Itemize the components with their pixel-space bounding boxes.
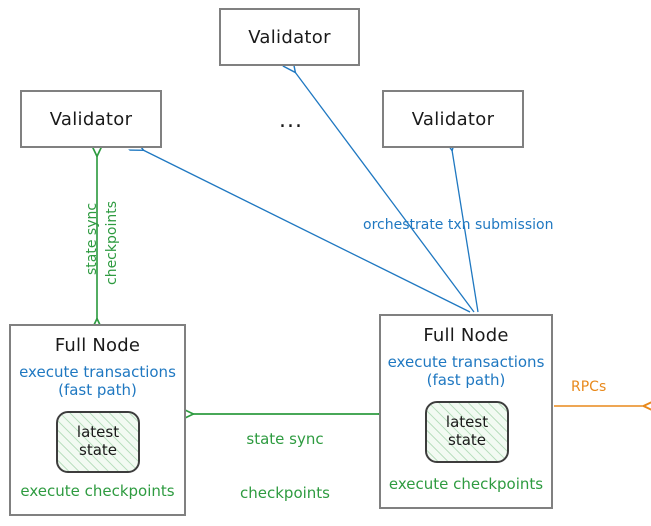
validator-top-box[interactable]: Validator (219, 8, 360, 66)
label-state-sync-horizontal-line-2: checkpoints (240, 484, 330, 502)
full-node-left-latest-state-box[interactable]: latest state (56, 411, 140, 473)
full-node-left-blue-text: execute transactions (fast path) (19, 363, 176, 400)
edge-fullnode-to-validator-right (452, 150, 479, 313)
label-rpcs: RPCs (571, 379, 607, 395)
full-node-right-title: Full Node (423, 325, 509, 346)
full-node-right-latest-state-line-2: state (448, 431, 486, 449)
full-node-right-box[interactable]: Full Node execute transactions (fast pat… (379, 314, 553, 509)
full-node-right-green-label: execute checkpoints (388, 475, 544, 493)
edge-fullnode-to-validator-left (143, 150, 471, 313)
full-node-left-box[interactable]: Full Node execute transactions (fast pat… (9, 324, 186, 516)
full-node-right-blue-line-1: execute transactions (387, 353, 545, 371)
label-orchestrate-txn-submission: orchestrate txn submission (363, 217, 554, 233)
full-node-right-blue-line-2: (fast path) (426, 371, 506, 390)
full-node-right-content: Full Node execute transactions (fast pat… (381, 316, 551, 507)
validator-top-label: Validator (248, 26, 331, 48)
label-state-sync-horizontal: state sync checkpoints (222, 394, 348, 526)
full-node-right-latest-state-line-1: latest (445, 413, 489, 432)
validator-right-box[interactable]: Validator (382, 90, 524, 148)
label-state-sync-vertical-line-1: state sync (84, 202, 100, 275)
full-node-left-title: Full Node (54, 335, 141, 356)
full-node-right-blue-text: execute transactions (fast path) (388, 353, 545, 390)
validator-left-box[interactable]: Validator (20, 90, 162, 148)
label-state-sync-vertical-line-2: checkpoints (104, 201, 120, 285)
full-node-left-blue-line-2: (fast path) (58, 381, 137, 400)
full-node-left-latest-state-line-1: latest (76, 423, 120, 442)
full-node-left-latest-state-line-2: state (79, 441, 117, 459)
full-node-left-blue-line-1: execute transactions (19, 363, 176, 381)
label-state-sync-horizontal-line-1: state sync (246, 430, 324, 448)
validator-left-label: Validator (49, 108, 133, 130)
validator-right-label: Validator (411, 108, 495, 130)
full-node-left-green-label: execute checkpoints (20, 482, 175, 500)
edge-fullnode-to-validator-top (295, 72, 475, 313)
validators-ellipsis: ... (279, 108, 303, 133)
full-node-left-content: Full Node execute transactions (fast pat… (11, 326, 184, 514)
full-node-right-latest-state-box[interactable]: latest state (425, 401, 509, 463)
